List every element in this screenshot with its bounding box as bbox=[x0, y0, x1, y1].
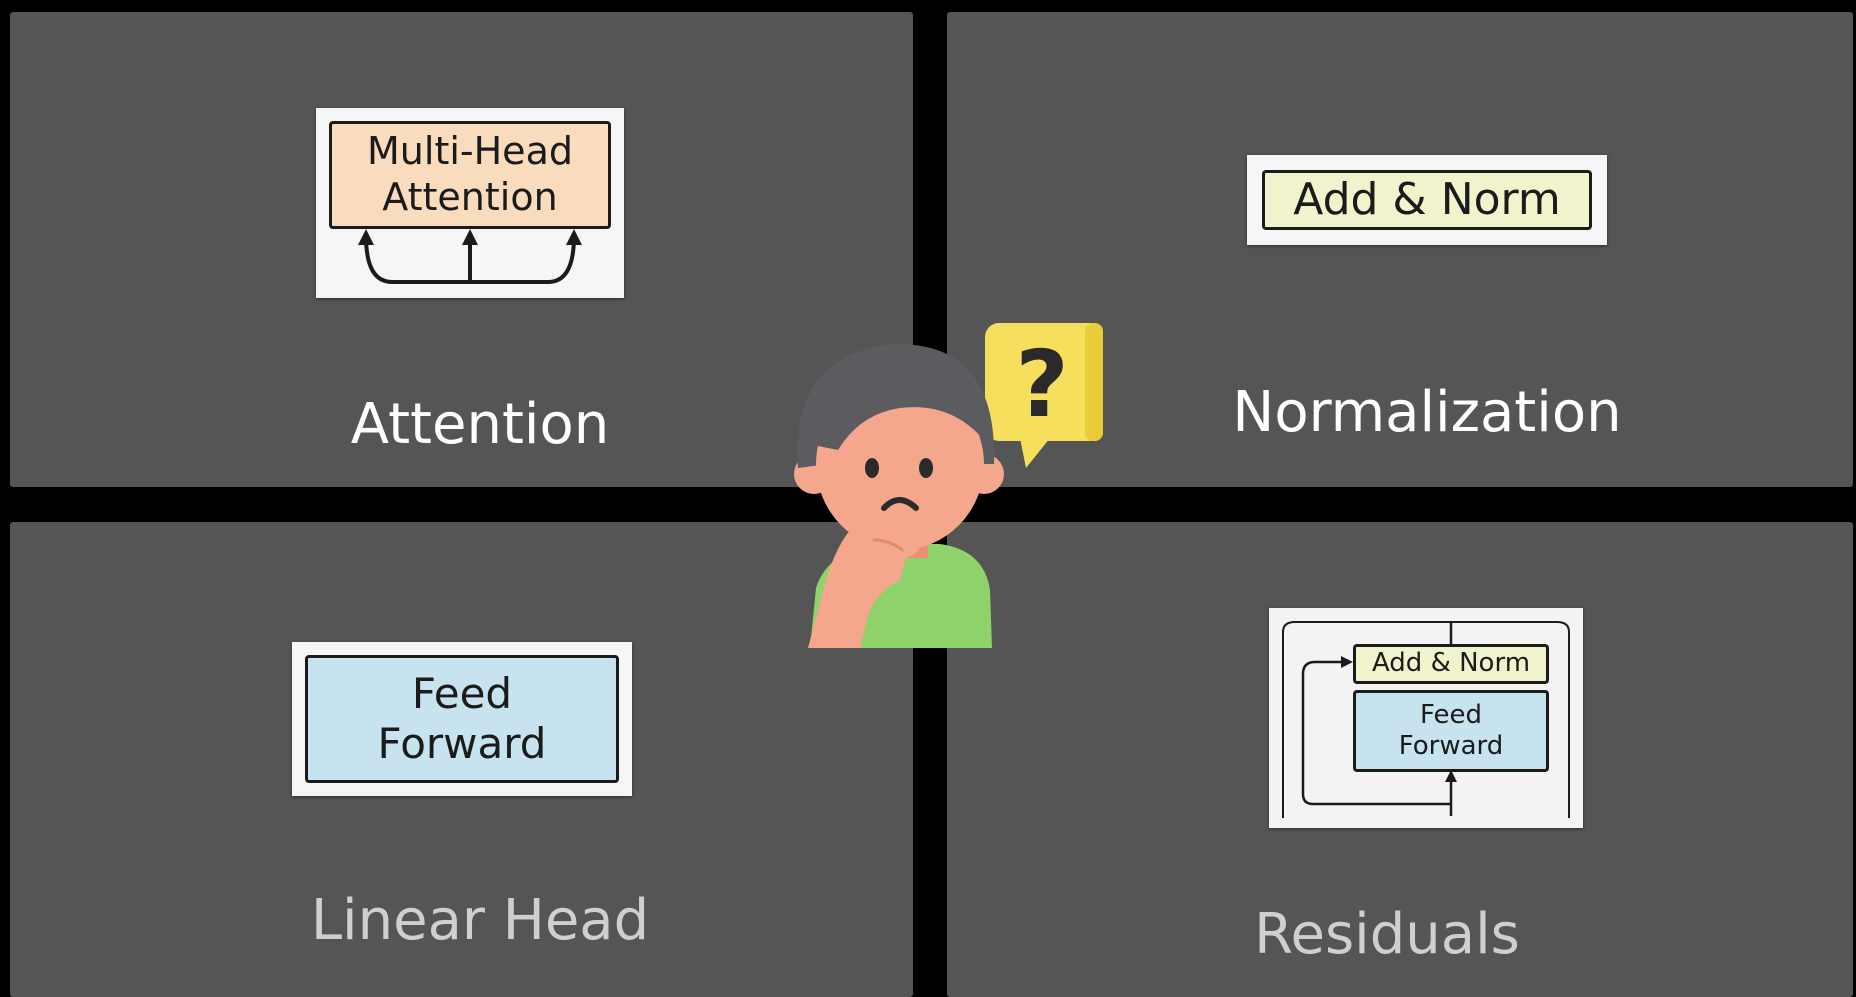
residual-diagram-card: Add & Norm Feed Forward bbox=[1269, 608, 1583, 828]
residual-feed-forward-line2: Forward bbox=[1398, 731, 1504, 761]
multi-head-attention-box: Multi-Head Attention bbox=[329, 121, 611, 229]
person-hair-fringe bbox=[818, 370, 982, 450]
residual-skip-path bbox=[1301, 660, 1451, 806]
skip-arrowhead bbox=[1341, 656, 1353, 668]
residual-connection-lines bbox=[1282, 621, 1570, 818]
thinking-person-icon: ? bbox=[794, 323, 1103, 648]
arrowhead-right bbox=[566, 229, 582, 245]
attention-caption: Attention bbox=[350, 392, 610, 457]
person-finger bbox=[845, 489, 874, 524]
add-norm-box: Add & Norm bbox=[1262, 170, 1592, 230]
feed-forward-box: Feed Forward bbox=[305, 655, 619, 783]
residual-feed-forward-line1: Feed bbox=[1419, 699, 1483, 730]
arrowhead-middle bbox=[462, 229, 478, 245]
linear-head-panel: Feed Forward Linear Head bbox=[10, 522, 913, 997]
person-mouth bbox=[881, 497, 919, 511]
speech-bubble: ? bbox=[985, 323, 1103, 468]
ff-input-arrowhead bbox=[1445, 770, 1457, 782]
multi-head-attention-line2: Attention bbox=[382, 175, 558, 219]
person-hair bbox=[797, 343, 995, 468]
residuals-caption: Residuals bbox=[1254, 902, 1520, 967]
add-norm-card: Add & Norm bbox=[1247, 155, 1607, 245]
multi-head-attention-card: Multi-Head Attention bbox=[316, 108, 624, 298]
feed-forward-card: Feed Forward bbox=[292, 642, 632, 796]
person-hand bbox=[808, 517, 921, 648]
linear-head-caption: Linear Head bbox=[310, 888, 650, 953]
residuals-panel: Add & Norm Feed Forward Residuals bbox=[947, 522, 1853, 997]
residual-add-norm-label: Add & Norm bbox=[1371, 648, 1531, 679]
multi-head-attention-line1: Multi-Head bbox=[367, 129, 573, 174]
person-eye-right bbox=[919, 458, 933, 478]
normalization-caption: Normalization bbox=[1232, 380, 1622, 445]
add-norm-label: Add & Norm bbox=[1293, 173, 1561, 225]
residual-add-norm-box: Add & Norm bbox=[1353, 644, 1549, 684]
feed-forward-line1: Feed bbox=[411, 668, 513, 718]
attention-panel: Multi-Head Attention Attention bbox=[10, 12, 913, 487]
outer-block-outline bbox=[1282, 621, 1570, 818]
arrowhead-left bbox=[358, 229, 374, 245]
attention-input-arrows bbox=[358, 229, 582, 284]
feed-forward-line2: Forward bbox=[377, 719, 547, 768]
person-eye-left bbox=[865, 458, 879, 478]
question-mark-icon: ? bbox=[1015, 331, 1068, 438]
